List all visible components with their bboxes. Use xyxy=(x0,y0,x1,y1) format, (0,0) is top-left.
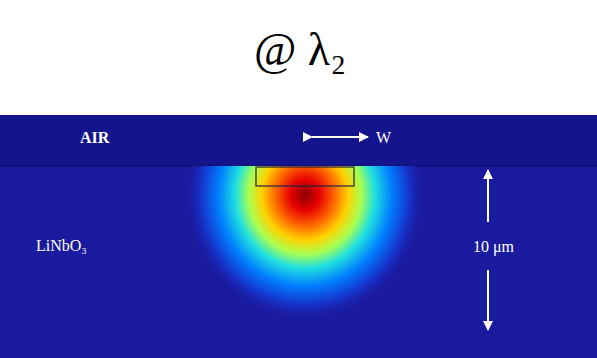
dimension-label: W xyxy=(376,130,391,146)
electrode-outline xyxy=(256,167,354,186)
air-region xyxy=(0,115,597,166)
material-label: LiNbO₃ xyxy=(36,238,87,254)
depth-arrow-down xyxy=(487,270,489,330)
dimension-label: 10 μm xyxy=(471,239,516,255)
wavelength-title: @ λ₂ xyxy=(254,27,346,73)
mode-profile xyxy=(170,166,440,335)
depth-arrow-up xyxy=(487,170,489,222)
region-label: AIR xyxy=(80,130,109,146)
width-arrow xyxy=(312,136,368,138)
